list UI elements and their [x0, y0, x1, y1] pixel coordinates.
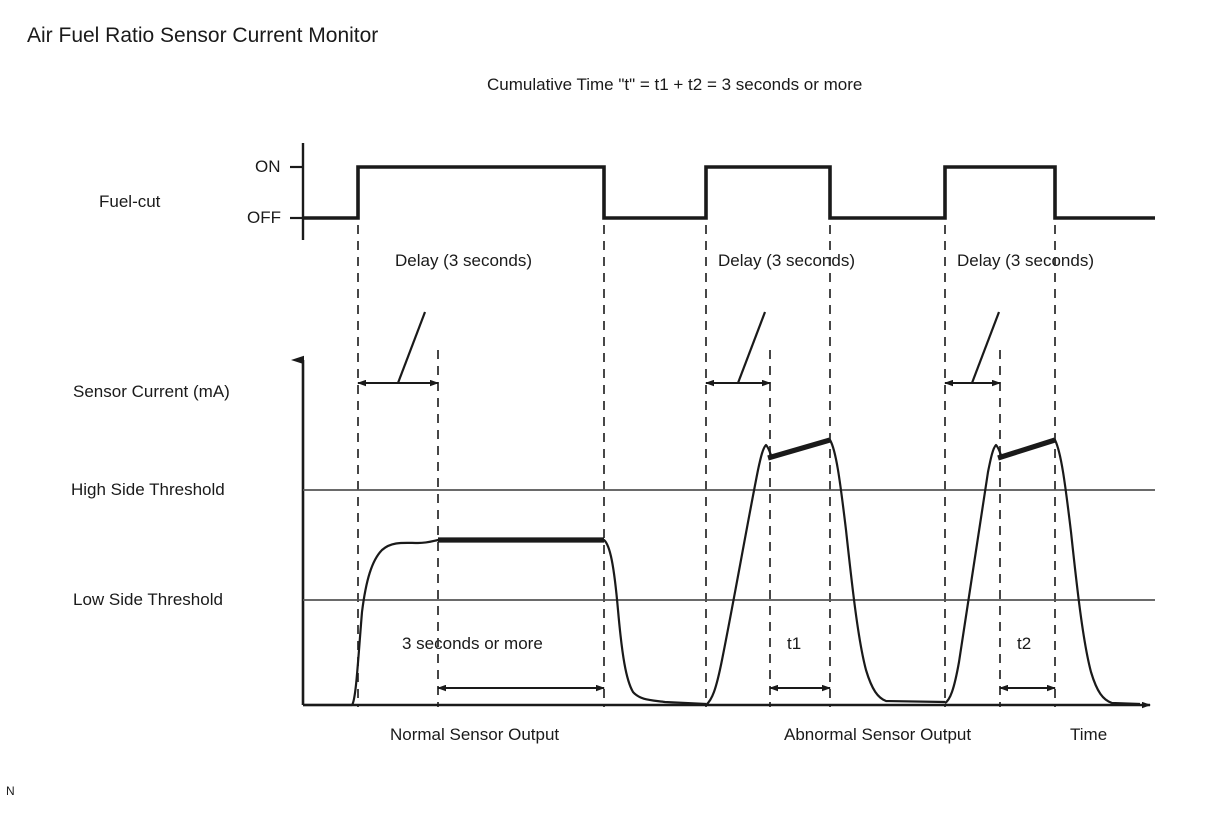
fuel-cut-waveform: [303, 165, 1155, 220]
duration-normal-label: 3 seconds or more: [402, 634, 543, 653]
low-side-threshold-label: Low Side Threshold: [73, 590, 223, 609]
page-title: Air Fuel Ratio Sensor Current Monitor: [27, 24, 379, 47]
delay-label-1: Delay (3 seconds): [395, 251, 533, 270]
sensor-current-axis-label: Sensor Current (mA): [73, 382, 230, 401]
subtitle-cumulative-time: Cumulative Time "t" = t1 + t2 = 3 second…: [487, 75, 863, 94]
fuel-cut-on-label: ON: [255, 157, 281, 176]
fuel-cut-off-label: OFF: [247, 208, 281, 227]
t2-label: t2: [1017, 634, 1032, 653]
fuel-cut-row-label: Fuel-cut: [99, 192, 161, 211]
caption-abnormal-output: Abnormal Sensor Output: [784, 725, 972, 744]
delay-label-3: Delay (3 seconds): [957, 251, 1095, 270]
delay-leader-3: [970, 311, 1001, 384]
delay-label-2: Delay (3 seconds): [718, 251, 856, 270]
delay-leader-2: [736, 311, 767, 384]
caption-normal-output: Normal Sensor Output: [390, 725, 560, 744]
corner-mark: N: [6, 784, 15, 798]
delay-markers-group: [357, 311, 1001, 387]
fuel-cut-panel: [290, 143, 1155, 240]
time-axis-label: Time: [1070, 725, 1108, 744]
abnormal-sensor-highlight-1: [767, 437, 831, 461]
abnormal-sensor-trace-1: [705, 438, 946, 706]
delay-leader-1: [396, 311, 427, 384]
abnormal-sensor-trace-2: [944, 438, 1141, 706]
normal-sensor-trace: [303, 538, 707, 707]
high-side-threshold-label: High Side Threshold: [71, 480, 225, 499]
abnormal-sensor-highlight-2: [997, 437, 1056, 461]
t1-label: t1: [787, 634, 802, 653]
